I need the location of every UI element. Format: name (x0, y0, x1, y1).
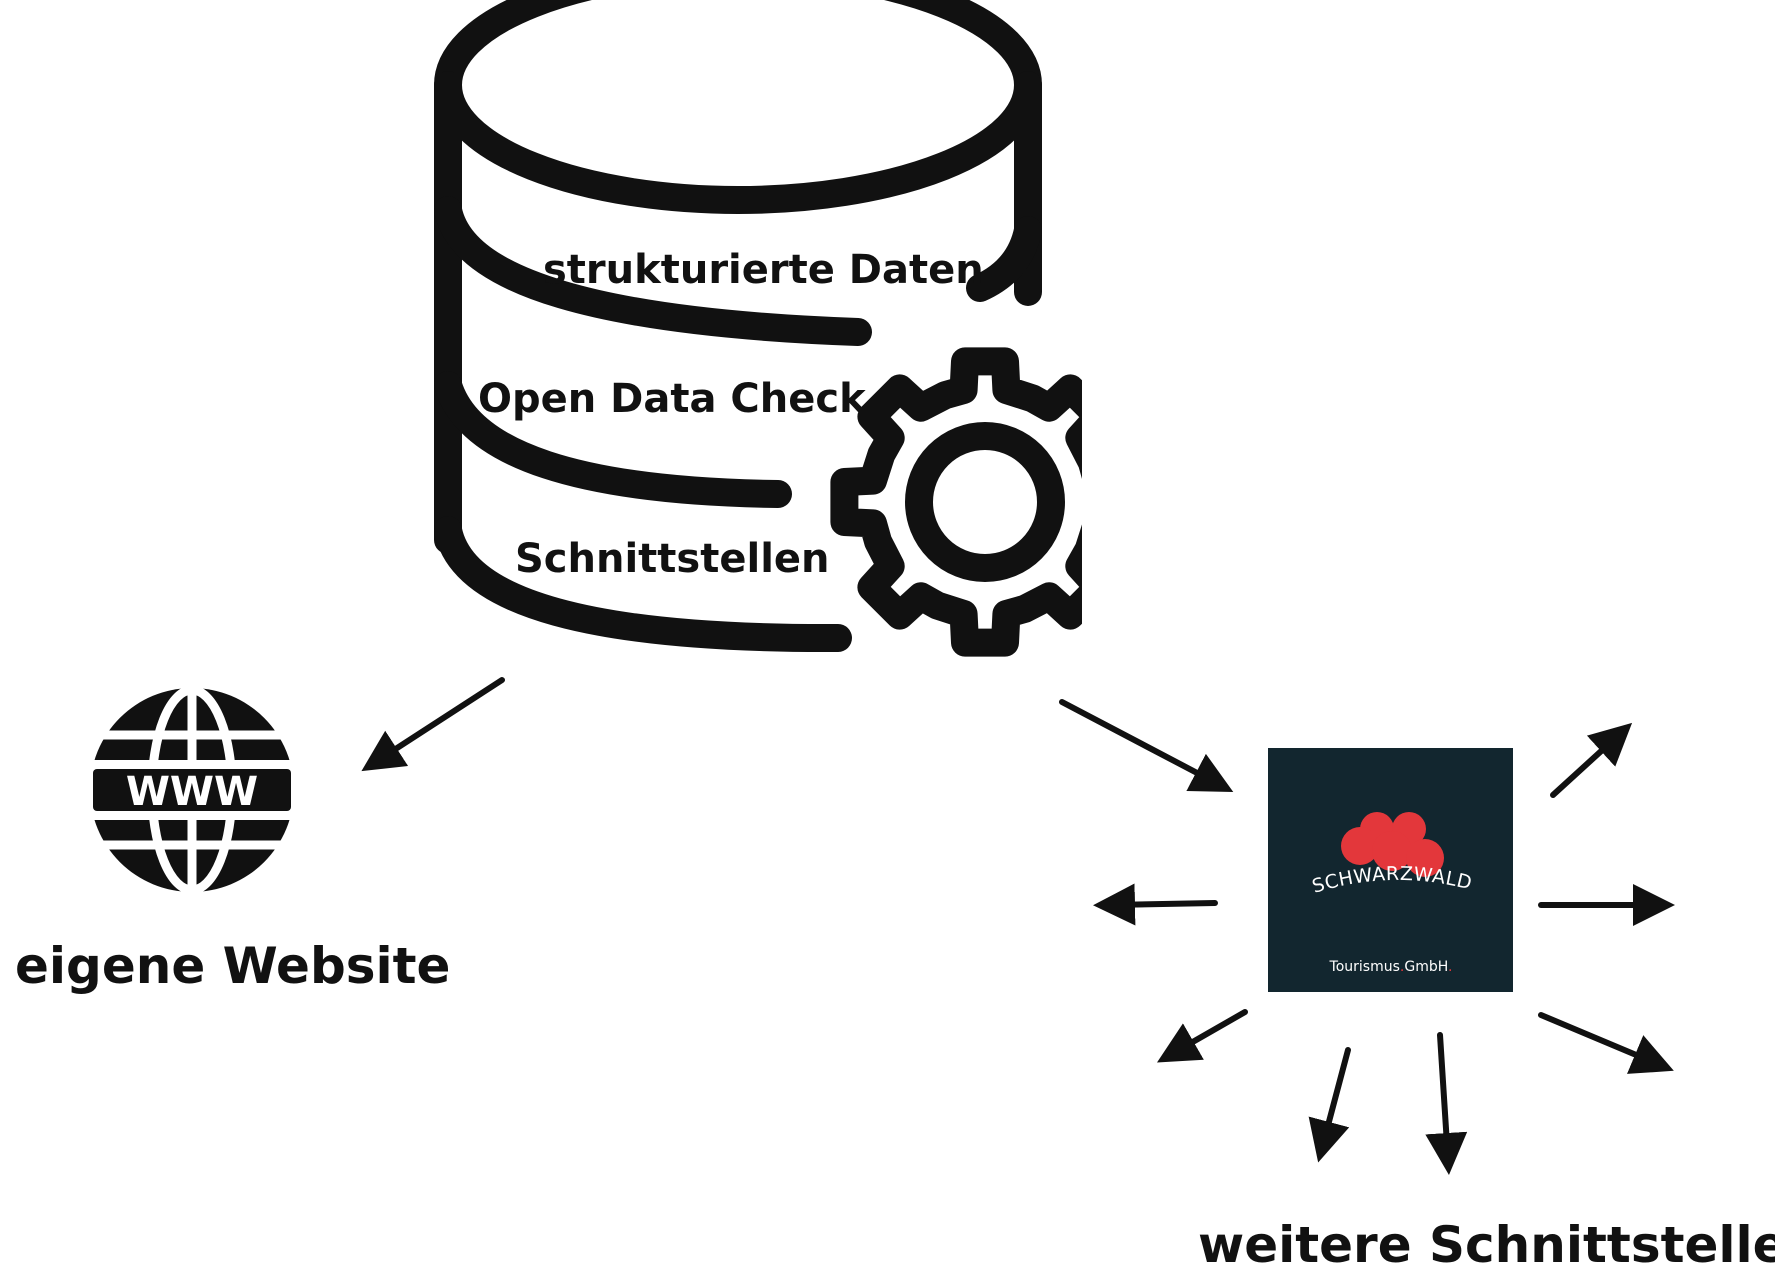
logo-subtitle: Tourismus.GmbH. (1329, 959, 1453, 975)
arrow-to-logo (1059, 699, 1234, 792)
schwarzwald-logo: SCHWARZWALD Tourismus.GmbH. (1268, 748, 1513, 992)
arrow-out-bottom-left (1156, 1009, 1248, 1063)
arrow-out-bottom-b (1425, 1032, 1468, 1175)
layer-label-interfaces: Schnittstellen (515, 536, 830, 582)
layer-label-open-data-check: Open Data Check (478, 376, 867, 422)
globe-www-icon: WWW (82, 685, 302, 895)
gear-icon (830, 347, 1082, 657)
arrow-to-website (361, 677, 505, 772)
logo-balls (1341, 812, 1444, 877)
flow-arrows (361, 677, 1675, 1175)
database-icon (434, 0, 1042, 653)
www-text: WWW (126, 769, 258, 815)
layer-label-structured-data: strukturierte Daten (543, 247, 984, 293)
arrow-out-bottom-right (1538, 1012, 1674, 1074)
further-interfaces-label: weitere Schnittstellen (1198, 1216, 1775, 1269)
own-website-label: eigene Website (15, 937, 450, 995)
arrow-out-top-right (1550, 722, 1633, 798)
arrow-out-bottom-a (1308, 1047, 1351, 1163)
arrow-out-left (1093, 883, 1218, 926)
